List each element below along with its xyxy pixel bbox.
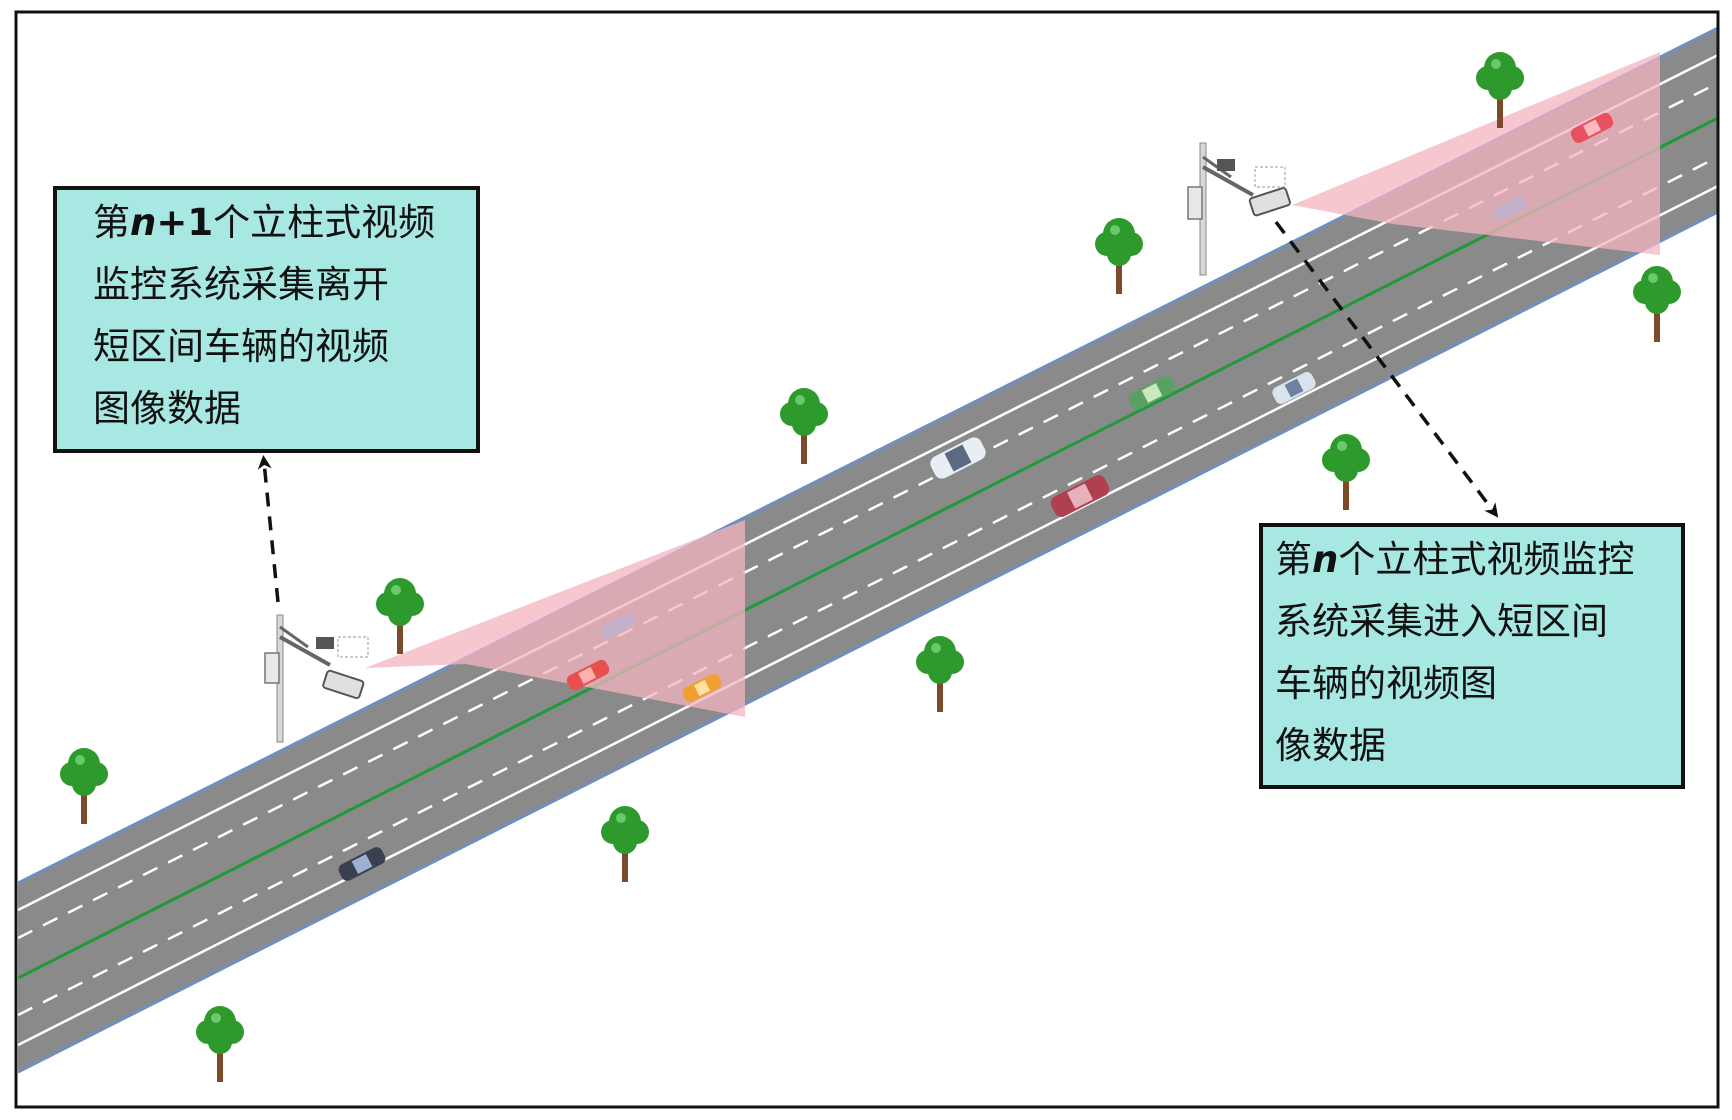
callout-line: 第n个立柱式视频监控 — [1275, 529, 1681, 591]
callout-text: 第 — [1275, 538, 1312, 581]
tree-icon — [60, 748, 108, 824]
car-icon — [338, 847, 386, 881]
tree-icon — [196, 1006, 244, 1082]
car-icon — [930, 437, 986, 479]
callout-line: 像数据 — [1275, 724, 1386, 767]
camera-pole-icon — [264, 614, 369, 743]
car-icon — [1050, 474, 1110, 518]
callout-line: 第n+1个立柱式视频 — [93, 192, 476, 254]
road-edge-bottom — [18, 210, 1718, 1074]
tree-icon — [1476, 52, 1524, 128]
callout-line: 车辆的视频图 — [1275, 662, 1497, 705]
tree-icon — [916, 636, 964, 712]
tree-icon — [1633, 266, 1681, 342]
median-line — [18, 116, 1718, 980]
callout-variable: n — [1312, 538, 1339, 581]
arrow-right-camera-to-callout — [1274, 220, 1499, 518]
car-icon — [566, 659, 610, 691]
callout-line: 短区间车辆的视频 — [93, 325, 389, 368]
highway-road — [18, 28, 1718, 1072]
car-icon — [682, 673, 722, 703]
callout-camera-n-plus-1: 第n+1个立柱式视频 监控系统采集离开 短区间车辆的视频 图像数据 — [53, 186, 480, 453]
cars — [338, 112, 1614, 881]
diagram-frame — [14, 10, 1720, 1109]
tree-icon — [376, 578, 424, 654]
tree-icon — [601, 806, 649, 882]
callout-variable: n — [130, 201, 157, 244]
callout-line: 图像数据 — [93, 387, 241, 430]
camera-pole-icon — [1187, 142, 1291, 276]
arrow-left-camera-to-callout — [257, 455, 280, 603]
camera-zone-n-plus-1 — [365, 520, 745, 717]
callout-line: 监控系统采集离开 — [93, 263, 389, 306]
tree-icon — [780, 388, 828, 464]
callout-text: +1 — [156, 201, 214, 244]
callout-text: 个立柱式视频 — [213, 201, 436, 244]
car-icon — [1272, 372, 1316, 404]
car-icon — [600, 613, 636, 639]
callout-camera-n: 第n个立柱式视频监控 系统采集进入短区间 车辆的视频图 像数据 — [1259, 523, 1685, 789]
car-icon — [1128, 376, 1176, 410]
camera-zone-n — [1292, 52, 1660, 255]
tree-icon — [1322, 434, 1370, 510]
car-icon — [1493, 195, 1527, 221]
callout-line: 系统采集进入短区间 — [1275, 600, 1608, 643]
trees — [60, 52, 1681, 1082]
callout-text: 第 — [93, 201, 130, 244]
car-icon — [1570, 112, 1614, 144]
callout-text: 个立柱式视频监控 — [1338, 538, 1635, 581]
tree-icon — [1095, 218, 1143, 294]
